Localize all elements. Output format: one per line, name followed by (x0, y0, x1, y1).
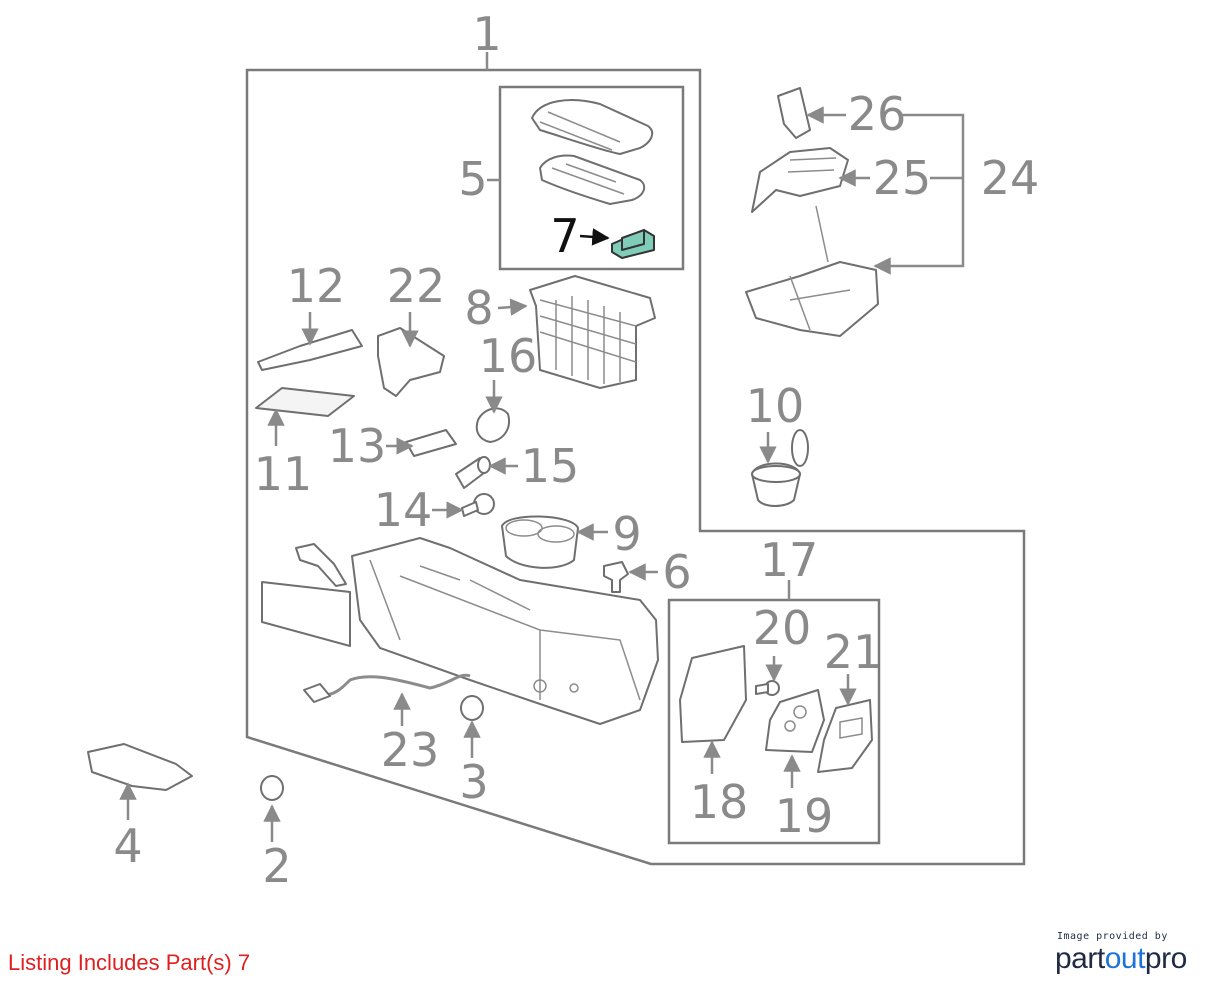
callout-20: 20 (753, 601, 812, 655)
partoutpro-logo: partoutpro (1055, 942, 1205, 976)
subframe-5 (498, 85, 685, 271)
harness-23 (311, 673, 471, 697)
switch-19 (765, 689, 825, 753)
callout-8: 8 (464, 281, 493, 335)
harness-connector (303, 683, 331, 703)
shifter-bezel-25 (751, 147, 849, 213)
callout-16: 16 (479, 329, 538, 383)
screw-20 (755, 680, 780, 696)
bezel-18 (679, 645, 747, 743)
part-7-clip (611, 229, 655, 259)
cap-16 (475, 407, 510, 443)
mat-11 (255, 387, 355, 417)
cylinder-15 (455, 456, 491, 489)
callout-7: 7 (550, 209, 579, 263)
callout-10: 10 (746, 379, 805, 433)
callout-17: 17 (760, 533, 819, 587)
armrest-pad (539, 154, 646, 205)
cup-insert-10 (751, 429, 809, 507)
callout-22: 22 (387, 259, 446, 313)
leader-8 (497, 298, 528, 316)
callout-21: 21 (824, 625, 883, 679)
panel-21 (817, 699, 873, 773)
callout-26: 26 (848, 87, 907, 141)
callout-6: 6 (662, 545, 691, 599)
callout-24: 24 (981, 151, 1040, 205)
assembly-frame-1 (245, 68, 1026, 866)
armrest-lid (531, 99, 654, 155)
trim-strip-12 (257, 329, 363, 371)
subframe-17 (667, 598, 881, 845)
plate-13 (405, 429, 457, 457)
cupholder-9 (501, 515, 579, 569)
leader-7 (579, 228, 610, 246)
plug-2 (260, 775, 284, 801)
image-credit: Image provided by partoutpro (1055, 931, 1205, 976)
callout-19: 19 (775, 789, 834, 843)
bracket-4 (87, 743, 193, 791)
callout-23: 23 (381, 723, 440, 777)
logo-part: part (1055, 942, 1105, 975)
callout-5: 5 (458, 152, 487, 206)
callout-1: 1 (472, 7, 501, 61)
callout-2: 2 (262, 839, 291, 893)
callout-12: 12 (287, 259, 346, 313)
bracket-24 (873, 113, 965, 275)
logo-out: out (1104, 942, 1146, 975)
credit-caption: Image provided by (1057, 931, 1168, 942)
callout-3: 3 (459, 755, 488, 809)
callout-9: 9 (612, 507, 641, 561)
callout-15: 15 (521, 439, 580, 493)
listing-note: Listing Includes Part(s) 7 (8, 950, 251, 975)
side-panel (261, 581, 351, 647)
callout-25: 25 (873, 151, 932, 205)
shifter-assembly (745, 205, 879, 337)
shift-knob-26 (777, 87, 811, 139)
callout-18: 18 (690, 775, 749, 829)
logo-pro: pro (1144, 942, 1187, 975)
callout-11: 11 (254, 447, 313, 501)
console-body (351, 537, 659, 725)
storage-bin (529, 275, 656, 389)
callout-13: 13 (328, 419, 387, 473)
console-bracket (295, 543, 347, 587)
callout-14: 14 (374, 483, 433, 537)
callout-4: 4 (113, 819, 142, 873)
clip-6 (603, 561, 629, 593)
screw-14 (461, 493, 495, 517)
plug-3 (460, 695, 484, 721)
